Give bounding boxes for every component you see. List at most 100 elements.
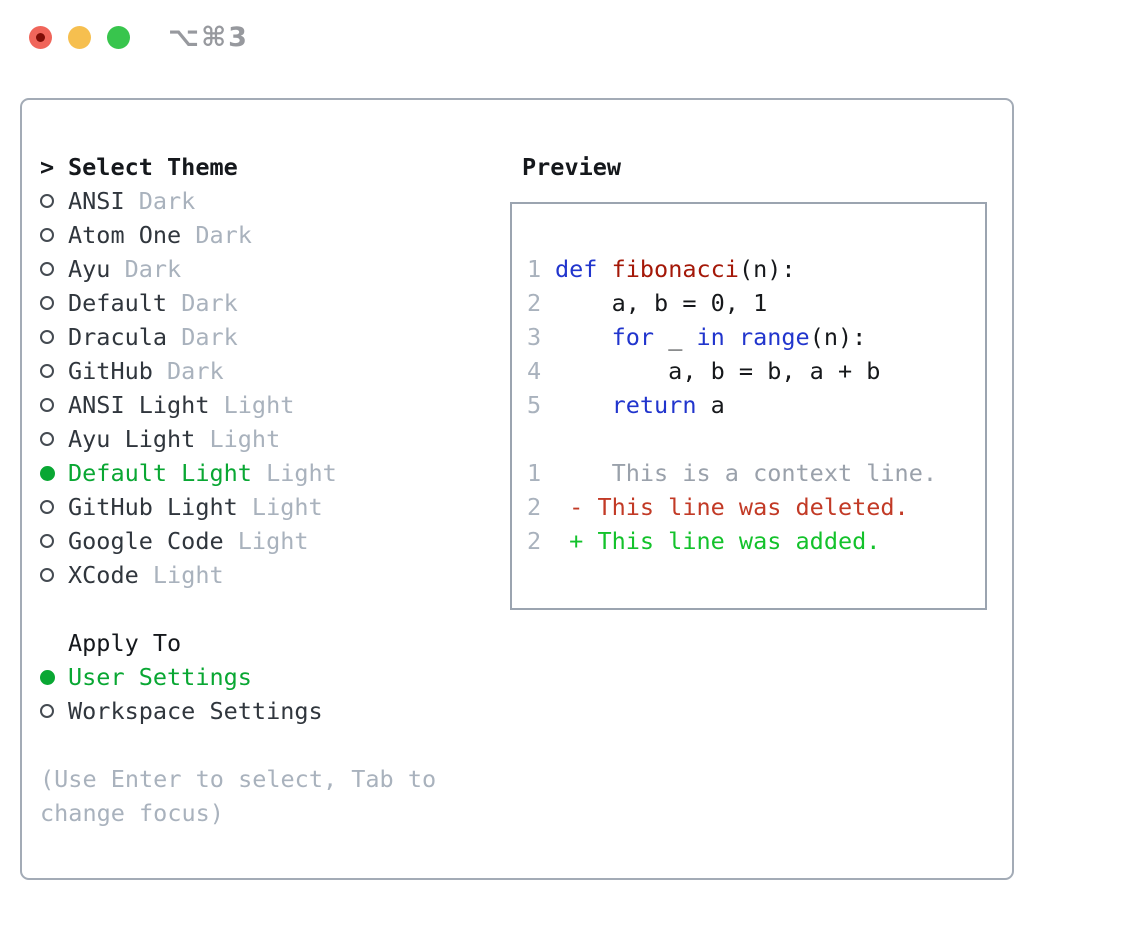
theme-option[interactable]: Dracula Dark — [40, 320, 480, 354]
hint-text-line2: change focus) — [40, 799, 224, 827]
code-segment — [555, 323, 612, 351]
preview-line: 2 + This line was added. — [527, 524, 981, 558]
code-segment — [725, 323, 739, 351]
code-segment: in — [696, 323, 725, 351]
option-label: Default — [68, 289, 168, 317]
panel-title: Select Theme — [68, 153, 238, 181]
code-segment: - This line was deleted. — [555, 493, 909, 521]
radio-icon — [40, 364, 54, 378]
code-segment: range — [738, 323, 810, 351]
theme-option[interactable]: Atom One Dark — [40, 218, 480, 252]
option-label: Default Light — [68, 459, 252, 487]
preview-line: 1 This is a context line. — [527, 456, 981, 490]
option-variant-label: Light — [209, 391, 295, 419]
code-segment: (n): — [738, 255, 796, 283]
option-label: Atom One — [68, 221, 182, 249]
zoom-button[interactable] — [107, 26, 130, 49]
radio-icon — [40, 296, 54, 310]
code-segment: (n): — [809, 323, 867, 351]
option-label: User Settings — [68, 663, 252, 691]
option-variant-label: Light — [237, 493, 323, 521]
theme-option[interactable]: ANSI Dark — [40, 184, 480, 218]
code-segment: return — [611, 391, 697, 419]
apply-to-title: Apply To — [68, 629, 182, 657]
line-number: 2 — [527, 289, 542, 317]
apply-option[interactable]: User Settings — [40, 660, 480, 694]
preview-line: 5 return a — [527, 388, 981, 422]
option-label: Ayu Light — [68, 425, 196, 453]
theme-option[interactable]: ANSI Light Light — [40, 388, 480, 422]
code-segment: _ — [654, 323, 697, 351]
option-label: GitHub Light — [68, 493, 238, 521]
radio-icon — [40, 262, 54, 276]
spacer — [40, 728, 480, 762]
line-number: 1 — [527, 255, 542, 283]
theme-option[interactable]: Google Code Light — [40, 524, 480, 558]
theme-option[interactable]: Default Dark — [40, 286, 480, 320]
line-number: 5 — [527, 391, 542, 419]
preview-line: 2 - This line was deleted. — [527, 490, 981, 524]
line-number: 2 — [527, 493, 542, 521]
option-label: Google Code — [68, 527, 224, 555]
radio-icon — [40, 500, 54, 514]
option-variant-label: Dark — [152, 357, 224, 385]
code-segment: a, b = b, a + b — [555, 357, 881, 385]
preview-line: 3 for _ in range(n): — [527, 320, 981, 354]
minimize-button[interactable] — [68, 26, 91, 49]
code-segment: a, b = 0, 1 — [555, 289, 768, 317]
preview-line: 4 a, b = b, a + b — [527, 354, 981, 388]
radio-selected-icon — [40, 465, 55, 481]
radio-icon — [40, 432, 54, 446]
theme-option[interactable]: Ayu Dark — [40, 252, 480, 286]
code-segment: fibonacci — [611, 255, 739, 283]
radio-icon — [40, 330, 54, 344]
option-label: Dracula — [68, 323, 168, 351]
option-variant-label: Light — [195, 425, 281, 453]
unsaved-dot-icon — [36, 33, 45, 42]
select-theme-header: > Select Theme — [40, 150, 480, 184]
radio-icon — [40, 568, 54, 582]
code-segment — [597, 255, 611, 283]
apply-option[interactable]: Workspace Settings — [40, 694, 480, 728]
code-segment: This is a context line. — [555, 459, 938, 487]
option-label: ANSI — [68, 187, 125, 215]
close-button[interactable] — [29, 26, 52, 49]
prompt-icon: > — [40, 153, 55, 181]
theme-option[interactable]: Default Light Light — [40, 456, 480, 490]
option-variant-label: Light — [251, 459, 337, 487]
theme-option[interactable]: XCode Light — [40, 558, 480, 592]
code-segment: for — [611, 323, 655, 351]
spacer — [40, 592, 480, 626]
theme-option[interactable]: GitHub Dark — [40, 354, 480, 388]
code-segment: + This line was added. — [555, 527, 881, 555]
option-variant-label: Dark — [110, 255, 182, 283]
option-variant-label: Dark — [181, 221, 252, 249]
keyboard-shortcut-label: ⌥⌘3 — [168, 22, 249, 53]
option-variant-label: Light — [223, 527, 309, 555]
option-label: Ayu — [68, 255, 111, 283]
radio-icon — [40, 228, 54, 242]
line-number: 3 — [527, 323, 542, 351]
preview-line: 2 a, b = 0, 1 — [527, 286, 981, 320]
hint-text-line1: (Use Enter to select, Tab to — [40, 765, 437, 793]
radio-selected-icon — [40, 669, 55, 685]
code-segment: a — [696, 391, 725, 419]
option-variant-label: Dark — [167, 289, 238, 317]
theme-option[interactable]: Ayu Light Light — [40, 422, 480, 456]
radio-icon — [40, 398, 54, 412]
theme-option[interactable]: GitHub Light Light — [40, 490, 480, 524]
radio-icon — [40, 704, 54, 718]
option-label: XCode — [68, 561, 139, 589]
option-label: GitHub — [68, 357, 153, 385]
option-variant-label: Dark — [124, 187, 196, 215]
option-variant-label: Dark — [167, 323, 238, 351]
code-segment — [555, 391, 612, 419]
radio-icon — [40, 534, 54, 548]
